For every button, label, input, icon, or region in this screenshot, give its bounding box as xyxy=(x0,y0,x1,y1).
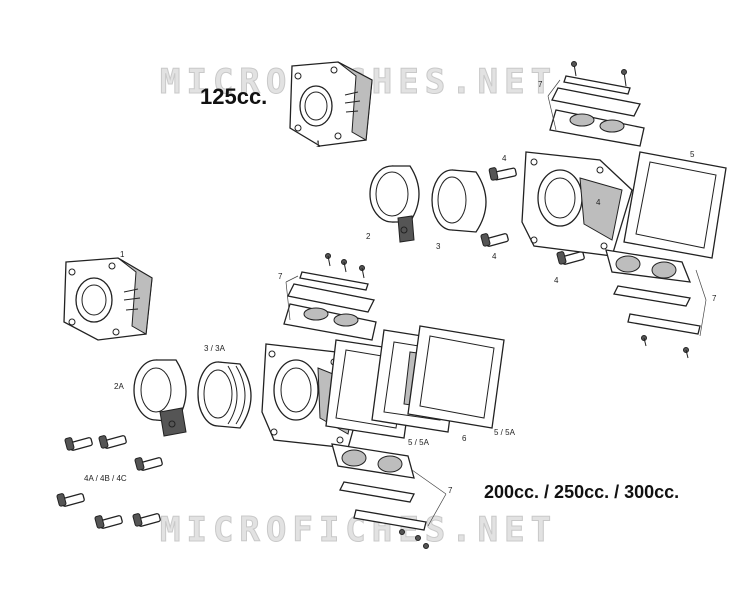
reed-petals-7-mid xyxy=(283,253,377,341)
leader-lines xyxy=(285,79,707,527)
callout-7-right: 7 xyxy=(712,294,717,303)
reed-block-125-top xyxy=(289,61,373,147)
reed-petals-7-right xyxy=(605,249,701,359)
bolts-4A-4B-4C xyxy=(56,435,163,529)
callout-7-mid: 7 xyxy=(278,272,283,281)
gasket-5-upper xyxy=(623,151,727,259)
callout-6: 6 xyxy=(462,434,467,443)
callout-1-top: 1 xyxy=(316,140,321,149)
bolt-4-upper-b xyxy=(480,233,509,247)
callout-5-5A-b: 5 / 5A xyxy=(494,428,515,437)
callout-7-bottom: 7 xyxy=(448,486,453,495)
reed-block-125-left xyxy=(63,257,153,341)
callout-7-top: 7 xyxy=(538,80,543,89)
rubber-sleeve-3-3A xyxy=(197,361,252,429)
callout-4-b: 4 xyxy=(596,198,601,207)
intake-hose-2 xyxy=(369,165,420,243)
callout-5: 5 xyxy=(690,150,695,159)
callout-4-d: 4 xyxy=(554,276,559,285)
gasket-5-5A-lower-b xyxy=(407,325,505,429)
callout-2: 2 xyxy=(366,232,371,241)
reed-housing-upper xyxy=(521,151,633,257)
intake-hose-2A xyxy=(133,359,187,437)
callout-4A-4B-4C: 4A / 4B / 4C xyxy=(84,474,127,483)
callout-3: 3 xyxy=(436,242,441,251)
callout-4-c: 4 xyxy=(492,252,497,261)
bolt-4-upper-c xyxy=(556,251,585,265)
callout-5-5A-a: 5 / 5A xyxy=(408,438,429,447)
variant-label-125cc: 125cc. xyxy=(200,84,268,109)
reed-petals-7-upper xyxy=(549,61,645,147)
bolt-4-upper-a xyxy=(488,167,517,181)
reed-petals-7-bottom xyxy=(331,443,429,549)
rubber-sleeve-3 xyxy=(431,169,487,233)
callout-2A: 2A xyxy=(114,382,124,391)
callout-3-3A: 3 / 3A xyxy=(204,344,225,353)
callout-1-left: 1 xyxy=(120,250,125,259)
callout-4-a: 4 xyxy=(502,154,507,163)
variant-label-200-300cc: 200cc. / 250cc. / 300cc. xyxy=(484,482,680,502)
